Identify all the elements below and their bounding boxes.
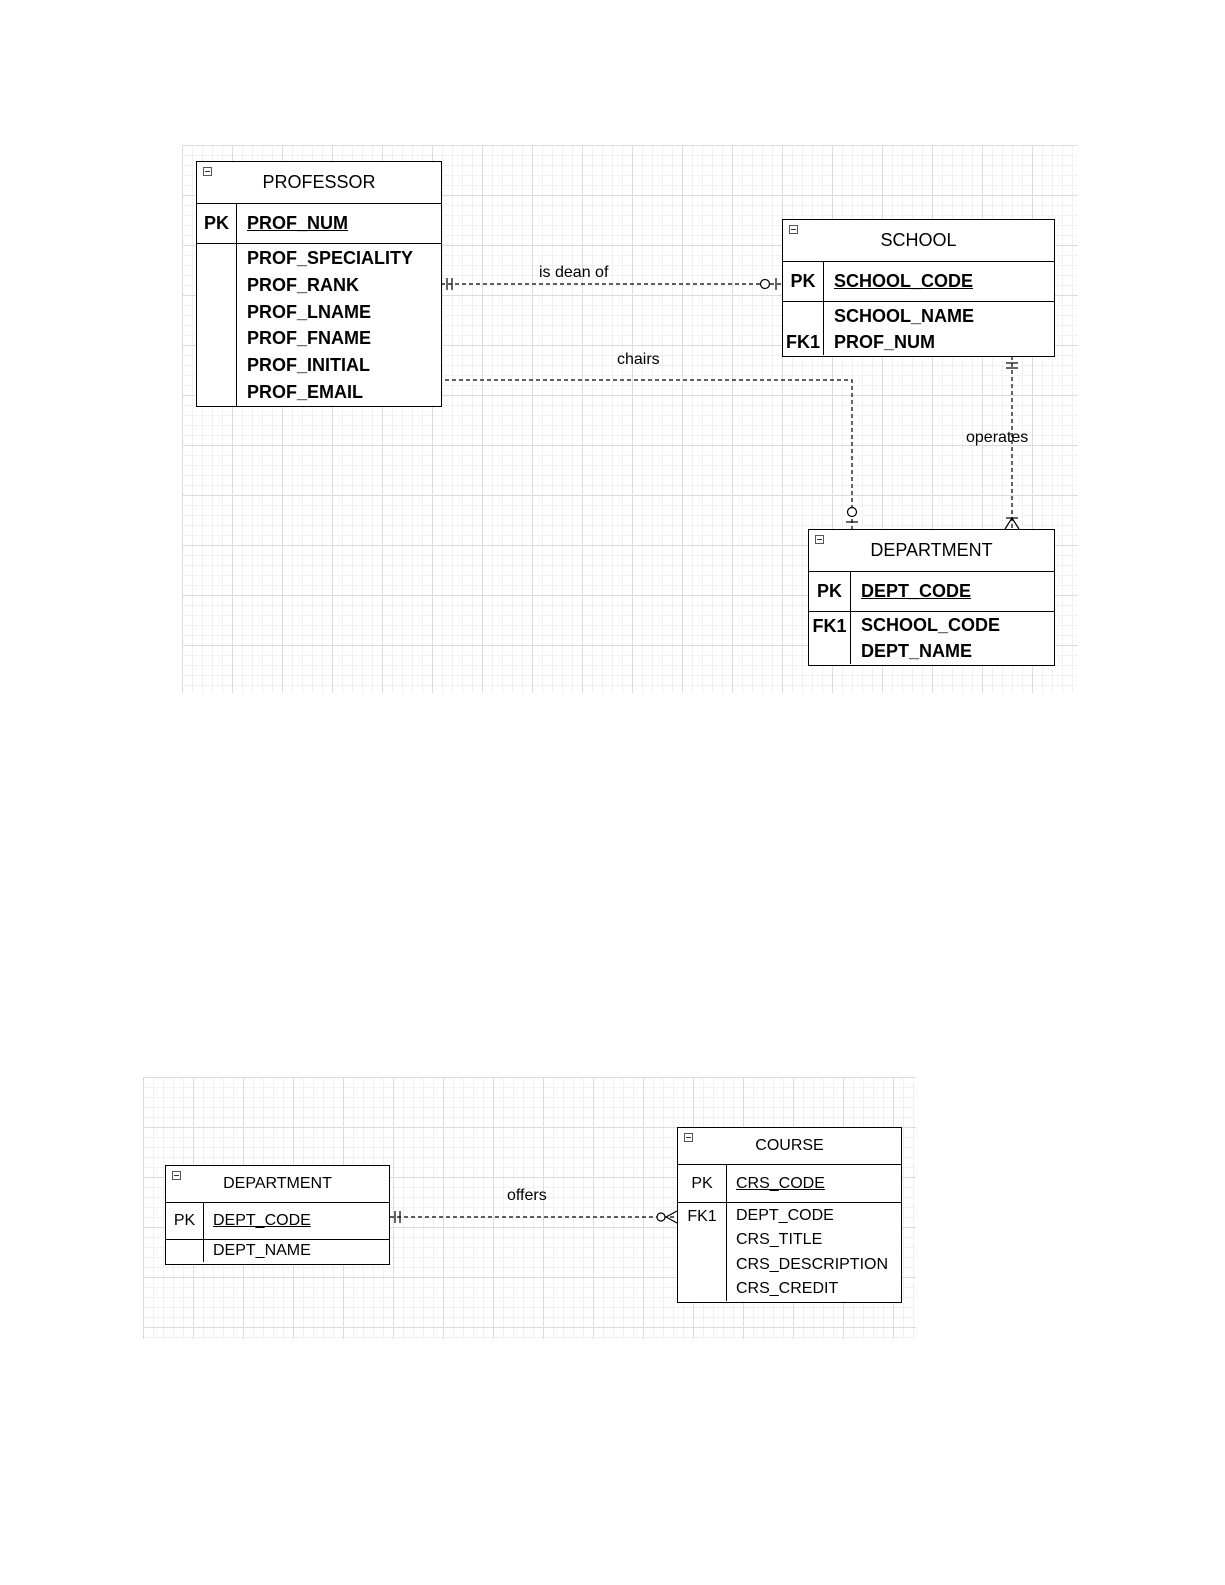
attribute-row: PROF_INITIAL [247,355,371,376]
pk-attribute: PROF_NUM [247,213,349,233]
pk-attribute: DEPT_CODE [861,581,972,601]
entity-header: PROFESSOR [197,162,441,204]
attr-column: DEPT_NAME [204,1240,311,1262]
entity-department[interactable]: DEPARTMENT PK DEPT_CODE FK1 SCHOOL_CODE … [808,529,1055,666]
attribute-row: DEPT_CODE [736,1207,834,1225]
fk-label: FK1 [812,616,847,636]
collapse-icon[interactable] [815,535,824,544]
offers-crow-foot-top [665,1210,678,1218]
key-column: FK1 [783,302,824,355]
key-column: PK [809,572,851,611]
attribute-row: CRS_CREDIT [736,1279,839,1297]
zero-mark [759,278,771,290]
attr-column: PROF_SPECIALITY PROF_RANK PROF_LNAME PRO… [237,244,413,406]
attribute-row: SCHOOL_CODE [861,615,1001,636]
attribute-row: DEPT_NAME [213,1242,311,1259]
attr-section: PROF_SPECIALITY PROF_RANK PROF_LNAME PRO… [197,244,441,406]
crow-foot-right [1011,517,1020,530]
pk-section: PK SCHOOL_CODE [783,262,1054,302]
attribute-row: PROF_FNAME [247,328,372,349]
collapse-icon[interactable] [172,1171,181,1180]
entity-professor[interactable]: PROFESSOR PK PROF_NUM PROF_SPECIALITY PR… [196,161,442,407]
key-column: PK [166,1203,204,1239]
entity-title: DEPARTMENT [870,540,993,560]
entity-header: DEPARTMENT [166,1166,389,1203]
entity-school[interactable]: SCHOOL PK SCHOOL_CODE FK1 SCHOOL_NAME PR… [782,219,1055,357]
key-column: FK1 [809,612,851,664]
collapse-icon[interactable] [684,1133,693,1142]
pk-label: PK [816,581,842,601]
key-column [197,244,237,406]
pk-label: PK [790,271,816,291]
entity-course[interactable]: COURSE PK CRS_CODE FK1 DEPT_CODE CRS_TIT… [677,1127,902,1303]
attribute-row: PROF_RANK [247,274,360,295]
pk-label: PK [203,213,229,233]
rel-label-is-dean-of: is dean of [539,264,609,281]
pk-section: PK DEPT_CODE [809,572,1054,612]
entity-title: PROFESSOR [262,172,376,192]
attribute-row: PROF_SPECIALITY [247,247,414,268]
entity-title: DEPARTMENT [223,1175,332,1192]
pk-section: PK CRS_CODE [678,1165,901,1203]
pk-label: PK [691,1174,713,1192]
attr-column: DEPT_CODE [204,1203,311,1239]
collapse-icon[interactable] [789,225,798,234]
attr-column: DEPT_CODE CRS_TITLE CRS_DESCRIPTION CRS_… [727,1203,888,1301]
pk-attribute: DEPT_CODE [213,1212,311,1229]
attr-column: SCHOOL_CODE [824,262,973,301]
attribute-row: PROF_LNAME [247,301,372,322]
attribute-row: CRS_TITLE [736,1231,823,1249]
fk-label: FK1 [687,1207,717,1225]
key-column: PK [783,262,824,301]
attr-column: SCHOOL_NAME PROF_NUM [824,302,974,355]
entity-title: COURSE [755,1137,824,1154]
key-column [166,1240,204,1262]
attribute-row: PROF_NUM [834,331,936,352]
attribute-row: SCHOOL_NAME [834,305,975,326]
pk-section: PK DEPT_CODE [166,1203,389,1240]
offers-zero-mark [656,1212,666,1222]
attr-section: FK1 DEPT_CODE CRS_TITLE CRS_DESCRIPTION … [678,1203,901,1301]
attribute-row: DEPT_NAME [861,640,973,661]
pk-attribute: SCHOOL_CODE [834,271,974,291]
pk-label: PK [173,1212,196,1229]
attribute-row: CRS_DESCRIPTION [736,1255,889,1273]
entity-header: COURSE [678,1128,901,1165]
key-column: PK [197,204,237,243]
key-column: PK [678,1165,727,1202]
entity-department-2[interactable]: DEPARTMENT PK DEPT_CODE DEPT_NAME [165,1165,390,1265]
pk-section: PK PROF_NUM [197,204,441,244]
attr-section: FK1 SCHOOL_CODE DEPT_NAME [809,612,1054,664]
offers-crow-foot-bottom [665,1216,678,1224]
chairs-zero-mark [846,506,858,518]
attr-column: PROF_NUM [237,204,348,243]
pk-attribute: CRS_CODE [736,1174,825,1192]
fk-label: FK1 [785,331,820,352]
key-column: FK1 [678,1203,727,1301]
rel-label-chairs: chairs [617,351,660,368]
rel-label-operates: operates [966,429,1029,446]
attr-section: DEPT_NAME [166,1240,389,1262]
attr-column: CRS_CODE [727,1165,825,1202]
attr-column: SCHOOL_CODE DEPT_NAME [851,612,1000,664]
attr-column: DEPT_CODE [851,572,971,611]
entity-title: SCHOOL [880,230,957,250]
attribute-row: PROF_EMAIL [247,382,364,403]
collapse-icon[interactable] [203,167,212,176]
rel-label-offers: offers [507,1187,547,1204]
entity-header: SCHOOL [783,220,1054,262]
attr-section: FK1 SCHOOL_NAME PROF_NUM [783,302,1054,355]
entity-header: DEPARTMENT [809,530,1054,572]
crow-foot-left [1004,517,1013,530]
